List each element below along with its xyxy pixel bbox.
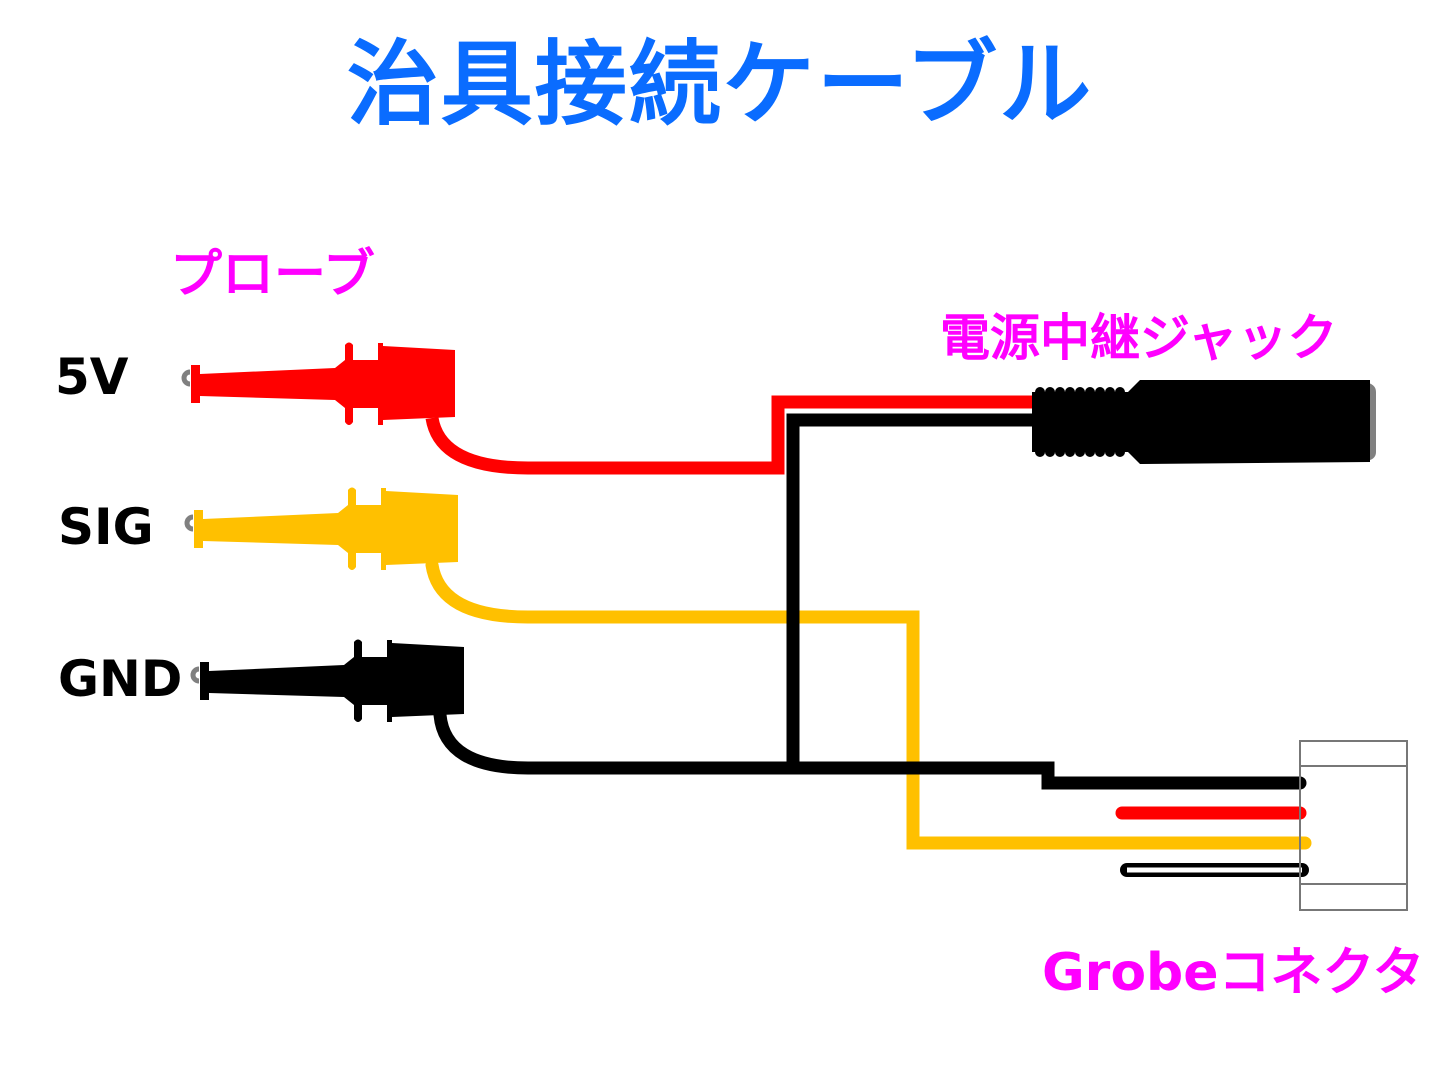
wire-gnd: [433, 708, 1307, 790]
connector-label: Grobeコネクタ: [1042, 943, 1425, 1003]
wire-jack-gnd: [786, 413, 1035, 770]
wire-sig: [425, 558, 1312, 850]
power-jack: [1032, 380, 1376, 464]
diagram-title: 治具接続ケーブル: [346, 31, 1094, 138]
pin-label-gnd: GND: [58, 650, 183, 708]
probe-5v: [184, 343, 455, 426]
probe-sig: [187, 488, 458, 571]
pin-label-5v: 5V: [55, 348, 129, 406]
probe-gnd: [193, 640, 464, 723]
jack-label: 電源中継ジャック: [940, 309, 1338, 367]
pin-label-sig: SIG: [58, 498, 154, 556]
probe-label: プローブ: [170, 245, 375, 305]
wire-5v: [425, 395, 1035, 475]
grobe-connector: [1299, 740, 1408, 911]
